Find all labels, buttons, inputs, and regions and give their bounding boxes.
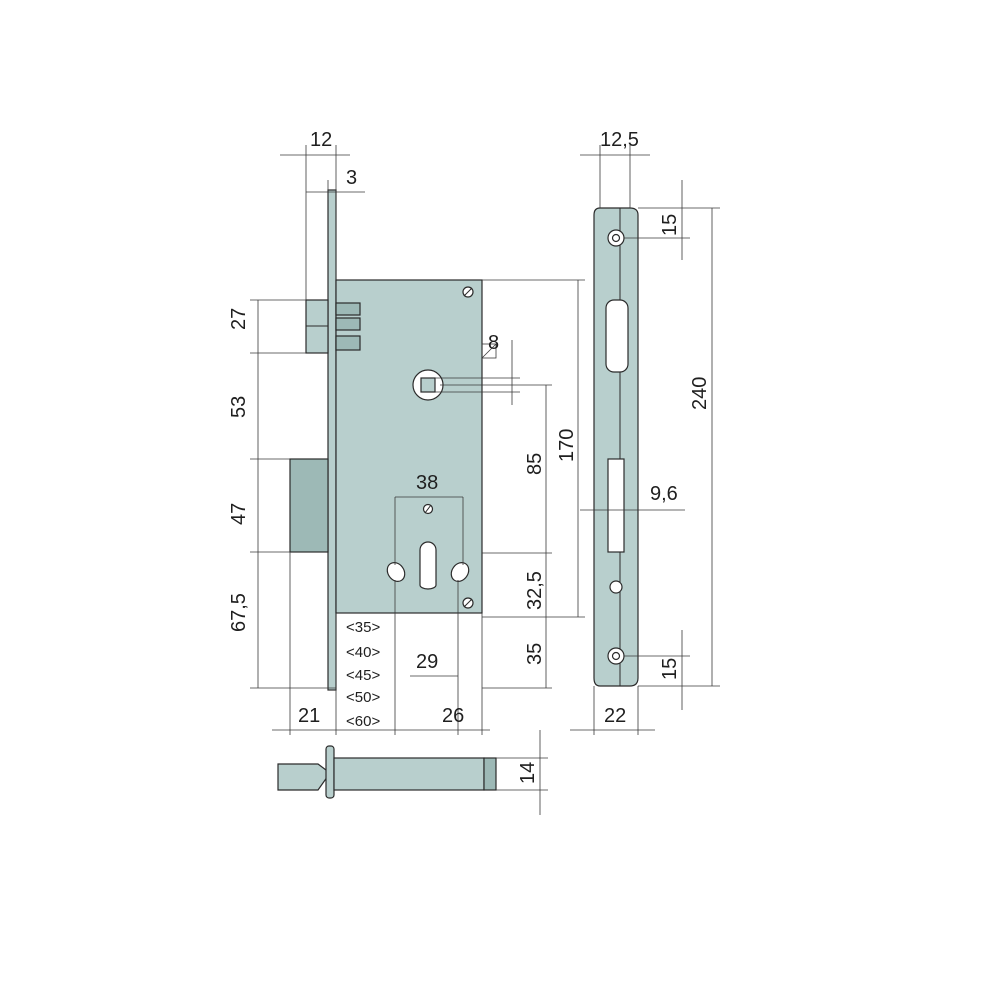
dim-cylinder-to-screw: 32,5	[524, 571, 546, 610]
plate-hole-mid-icon	[609, 580, 623, 594]
deadbolt	[289, 458, 329, 553]
dim-spindle-square: 8	[488, 332, 499, 354]
faceplate-side-view	[593, 207, 639, 687]
bolt-end	[483, 757, 497, 791]
dim-front-depth: 21	[298, 705, 320, 727]
bolt-body	[333, 757, 485, 791]
cylinder-fixing-left	[386, 562, 406, 582]
dim-faceplate-width: 12	[310, 129, 332, 151]
screw-top-icon	[462, 286, 474, 298]
side-dimension-lines	[570, 145, 720, 735]
dim-latch-height: 27	[228, 308, 250, 330]
backset-option-45: <45>	[346, 667, 380, 684]
latch-bolt	[305, 299, 361, 354]
faceplate-strip	[593, 207, 639, 687]
dim-slot-width: 9,6	[650, 483, 678, 505]
dim-deadbolt-height: 47	[228, 503, 250, 525]
backset-options: <35> <40> <45> <50> <60>	[346, 619, 380, 730]
dim-latch-to-spindle: 53	[228, 396, 250, 418]
cylinder-cutout	[419, 541, 437, 590]
dimension-labels: 12 3 27 53 47 67,5 8 85 170 38 32,5 35 2…	[228, 129, 711, 784]
dim-plate-thickness: 12,5	[600, 129, 639, 151]
bolt-flange	[325, 745, 335, 799]
dim-spindle-to-cylinder: 85	[524, 453, 546, 475]
backset-option-40: <40>	[346, 644, 380, 661]
screw-bottom-icon	[462, 597, 474, 609]
latch-opening	[605, 299, 629, 373]
cylinder-fixing-right	[450, 562, 470, 582]
dim-cylinder-width: 29	[416, 651, 438, 673]
dim-rear-depth: 26	[442, 705, 464, 727]
lock-front-view	[289, 189, 483, 691]
screw-middle-icon	[422, 503, 434, 515]
backset-option-35: <35>	[346, 619, 380, 636]
dim-screw-spacing: 38	[416, 472, 438, 494]
front-dimension-lines	[250, 145, 585, 735]
dim-latch-offset: 3	[346, 167, 357, 189]
dim-plate-length: 240	[689, 377, 711, 410]
dim-case-height: 170	[556, 429, 578, 462]
dim-plate-bottom-hole: 15	[659, 658, 681, 680]
dim-plate-top-hole: 15	[659, 214, 681, 236]
spindle-hub	[412, 369, 444, 401]
dim-bolt-to-bottom: 67,5	[228, 593, 250, 632]
deadbolt-opening	[607, 458, 625, 553]
backset-option-60: <60>	[346, 713, 380, 730]
dim-plate-width: 22	[604, 705, 626, 727]
plate-hole-bottom-icon	[607, 647, 625, 665]
plate-hole-top-icon	[607, 229, 625, 247]
bolt-tail	[277, 763, 331, 791]
bolt-bottom-view	[277, 730, 548, 815]
dim-bottom-offset: 35	[524, 643, 546, 665]
backset-option-50: <50>	[346, 689, 380, 706]
dim-bolt-thickness: 14	[517, 762, 539, 784]
faceplate	[327, 189, 337, 691]
